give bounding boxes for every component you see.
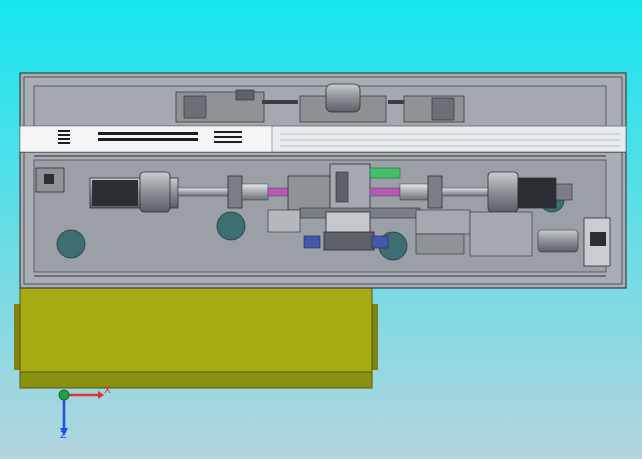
axis-triad <box>58 389 104 436</box>
left-motor <box>35 167 291 213</box>
y-axis-dot <box>58 389 70 401</box>
z-axis-label: Z <box>60 430 67 441</box>
base-plate <box>14 287 378 389</box>
x-axis-label: X <box>104 385 111 396</box>
right-motor <box>369 171 611 267</box>
x-axis-arrowhead <box>98 391 104 399</box>
upper-housing <box>19 83 627 153</box>
center-carriage <box>267 163 421 251</box>
z-axis-arrowhead <box>60 428 68 436</box>
